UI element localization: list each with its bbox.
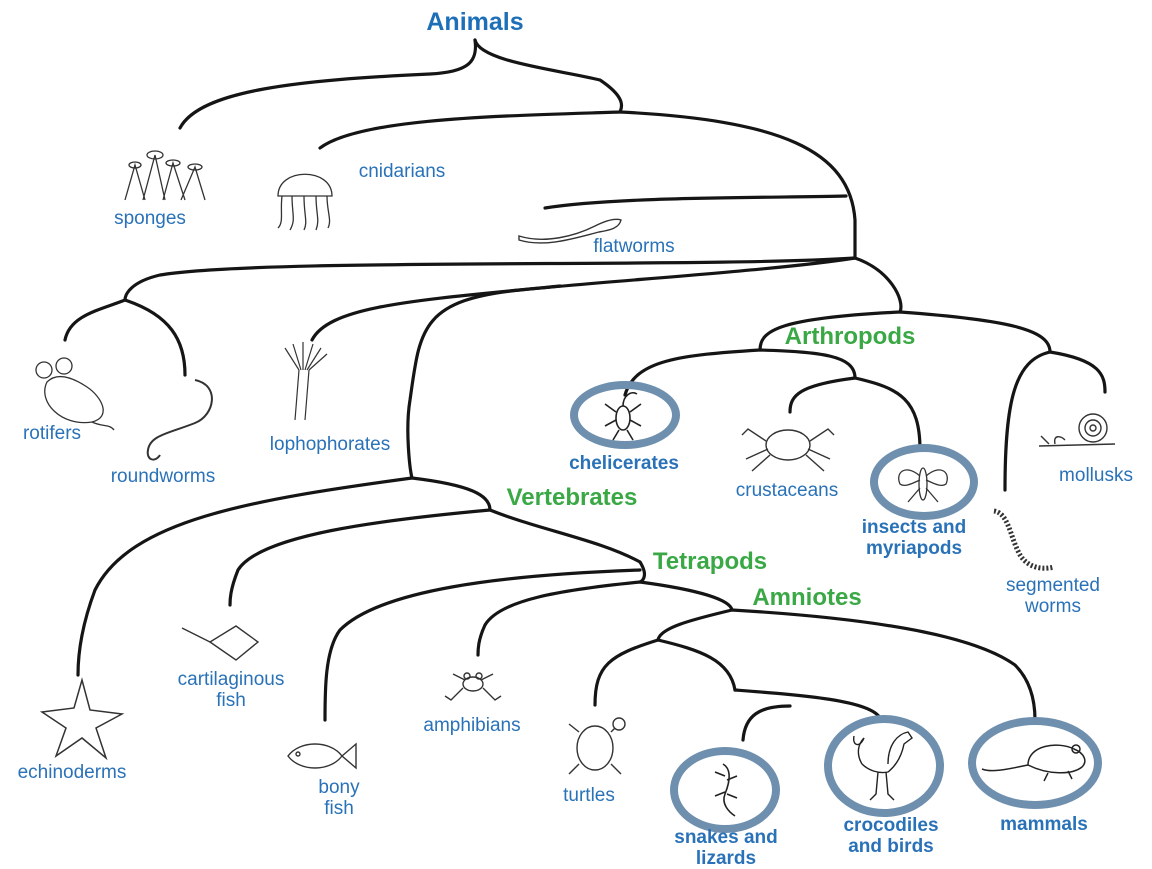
label-lophophorates: lophophorates [269,434,391,455]
snail-icon [1035,410,1119,455]
highlight-ring-chelicerates [570,381,680,449]
branch-root [178,38,478,130]
clade-tetrapods: Tetrapods [652,548,768,575]
label-echinoderms: echinoderms [17,762,127,783]
lizard-icon [705,760,751,825]
branch-vertebrates [410,476,492,512]
tree-branches [63,38,1107,742]
branch-bony-fish-node [488,508,642,564]
branch-arthropod-node [758,310,902,352]
branch-mandibulates [758,348,857,380]
branch-amniotes [638,580,734,612]
rat-icon [978,735,1094,790]
branch-amphibians [476,580,642,657]
highlight-ring-crocodiles [824,715,944,817]
label-chelicerates: chelicerates [569,453,679,474]
branch-bilateria [618,110,857,260]
branch-mollusks [1048,350,1107,394]
title-animals: Animals [426,8,524,36]
branch-reptiles [656,608,734,642]
label-mollusks: mollusks [1059,465,1133,486]
clade-arthropods: Arthropods [784,323,916,350]
turtle-icon [565,712,631,787]
label-mammals: mammals [1000,814,1088,835]
insect-icon [890,458,956,513]
highlight-ring-insects [870,444,978,520]
label-bony-fish: bony fish [318,777,360,819]
highlight-ring-mammals [968,717,1102,809]
label-rotifers: rotifers [22,423,82,444]
label-roundworms: roundworms [110,466,216,487]
branch-ecdysozoa [853,256,903,314]
scorpion-icon [597,386,653,449]
branch-root-right [473,38,624,114]
label-snakes-lizards: snakes and lizards [674,827,778,869]
branch-insects [853,376,922,452]
label-sponges: sponges [114,208,186,229]
branch-tetrapods [638,560,646,584]
fish-icon [280,734,358,783]
crab-icon [736,415,840,482]
branch-bony-fish [323,568,642,722]
label-turtles: turtles [563,785,615,806]
branch-snakes [741,704,792,742]
branch-turtles [593,638,660,707]
branch-flatworms [543,194,848,210]
ray-icon [180,620,262,669]
branch-rotifers [63,298,127,342]
branch-echinoderms [76,476,414,677]
branch-lophophorates-split [406,256,857,480]
branch-crocodiles [733,688,882,720]
branch-segmented-worms [1003,350,1052,492]
label-flatworms: flatworms [593,236,675,257]
label-crustaceans: crustaceans [735,480,839,501]
branch-archosaur-node [656,638,737,692]
rotifer-icon [22,352,117,435]
frog-icon [443,660,503,715]
branch-roundworms [123,298,187,377]
label-segmented-worms: segmented worms [1005,575,1101,617]
jellyfish-icon [270,162,342,237]
label-cnidarians: cnidarians [358,161,446,182]
segmented-worm-icon [988,505,1060,582]
branch-cnidarians [318,110,622,150]
branch-crustaceans [788,376,857,414]
roundworm-icon [140,375,230,470]
branch-left-main [123,256,857,302]
clade-amniotes: Amniotes [752,584,862,611]
label-amphibians: amphibians [423,715,521,736]
label-cartilaginous-fish: cartilaginous fish [177,669,285,711]
rooster-icon [848,724,918,811]
branch-mammals [730,608,1037,722]
label-insects-myriapods: insects and myriapods [861,517,967,559]
clade-vertebrates: Vertebrates [506,484,638,511]
branch-cartilaginous [228,508,492,607]
flatworm-icon [515,208,625,253]
label-crocodiles-birds: crocodiles and birds [843,815,939,857]
starfish-icon [39,676,125,765]
branch-lophophorates [310,284,562,342]
sponge-icon [115,145,215,212]
highlight-ring-snakes [670,747,780,833]
lophophorate-icon [265,340,335,427]
branch-lophotrochozoa [898,310,1052,354]
